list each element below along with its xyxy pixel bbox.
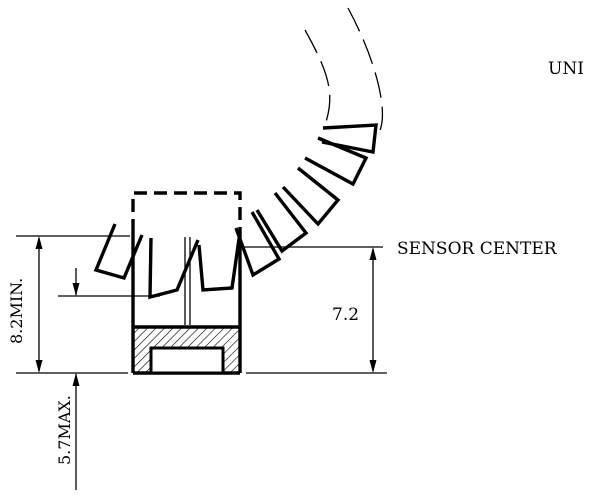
- sensor-body: [131, 191, 242, 375]
- gear-tooth: [255, 191, 309, 254]
- gear-tooth: [304, 136, 369, 187]
- gear-tooth: [321, 123, 378, 155]
- sensor-center-label: SENSOR CENTER: [397, 239, 558, 259]
- gear-tooth: [148, 237, 200, 300]
- dimension-lines: [16, 235, 387, 490]
- sensor-top-dashed: [131, 191, 242, 232]
- sensor-base-slot: [149, 346, 225, 375]
- units-label: UNI: [548, 59, 584, 79]
- gear-teeth: [93, 123, 378, 300]
- gear-tooth: [197, 231, 242, 292]
- gear-tooth: [281, 166, 341, 227]
- dimension-5-7-max-label: 5.7MAX.: [55, 395, 74, 465]
- dimension-8-2-min-label: 8.2MIN.: [7, 278, 26, 344]
- dimension-7-2-label: 7.2: [332, 305, 359, 325]
- gear-tooth: [234, 211, 282, 278]
- gear-ring: [304, 7, 384, 131]
- gear-tooth: [93, 223, 144, 281]
